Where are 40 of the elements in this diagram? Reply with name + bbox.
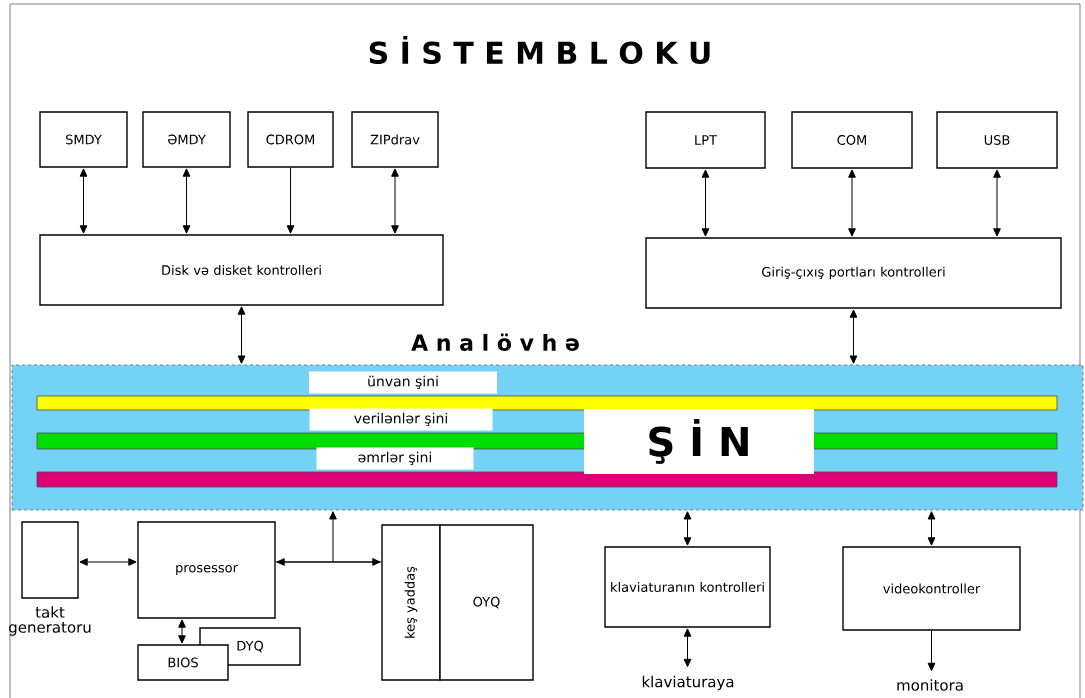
arrow — [683, 628, 692, 668]
arrow — [993, 169, 1001, 237]
arrow — [276, 558, 381, 566]
component-box: BIOS — [137, 644, 229, 681]
component-box: Giriş-çıxış portları kontrolleri — [645, 237, 1062, 309]
generator-box: takt generatoru — [9, 521, 91, 636]
arrow — [848, 169, 856, 237]
arrow — [178, 619, 186, 644]
bus-line: ünvan şini — [36, 371, 1058, 411]
component-box: CDROM — [247, 111, 334, 168]
arrow — [391, 168, 399, 234]
output-text: klaviaturaya — [642, 675, 734, 691]
component-box: videokontroller — [842, 546, 1021, 631]
arrow — [701, 169, 710, 237]
arrow — [79, 168, 88, 234]
arrow — [683, 511, 692, 546]
component-box: COM — [791, 111, 913, 169]
arrow — [275, 511, 382, 563]
arrow — [182, 168, 191, 234]
bus-title: Ş İ N — [584, 409, 814, 474]
component-box: ƏMDY — [142, 111, 231, 168]
title: S İ S T E M B L O K U — [369, 35, 710, 65]
arrow — [237, 306, 246, 364]
arrow — [79, 558, 137, 566]
arrow — [927, 630, 936, 672]
cache-box: keş yaddaş — [381, 524, 441, 681]
node-label: A n a l ö v h ə — [411, 333, 579, 351]
component-box: klaviaturanın kontrolleri — [604, 546, 771, 628]
arrow — [849, 309, 858, 364]
component-box: ZIPdrav — [351, 111, 439, 168]
node-label: takt generatoru — [9, 606, 91, 636]
component-box: OYQ — [439, 524, 534, 681]
component-box: USB — [936, 111, 1058, 169]
component-box: Disk və disket kontrolleri — [39, 234, 444, 306]
component-box: prosessor — [137, 521, 276, 619]
arrow — [286, 167, 295, 234]
output-text: monitora — [897, 679, 963, 691]
arrow — [927, 511, 936, 546]
component-box: LPT — [645, 111, 766, 169]
component-box: SMDY — [39, 111, 128, 168]
